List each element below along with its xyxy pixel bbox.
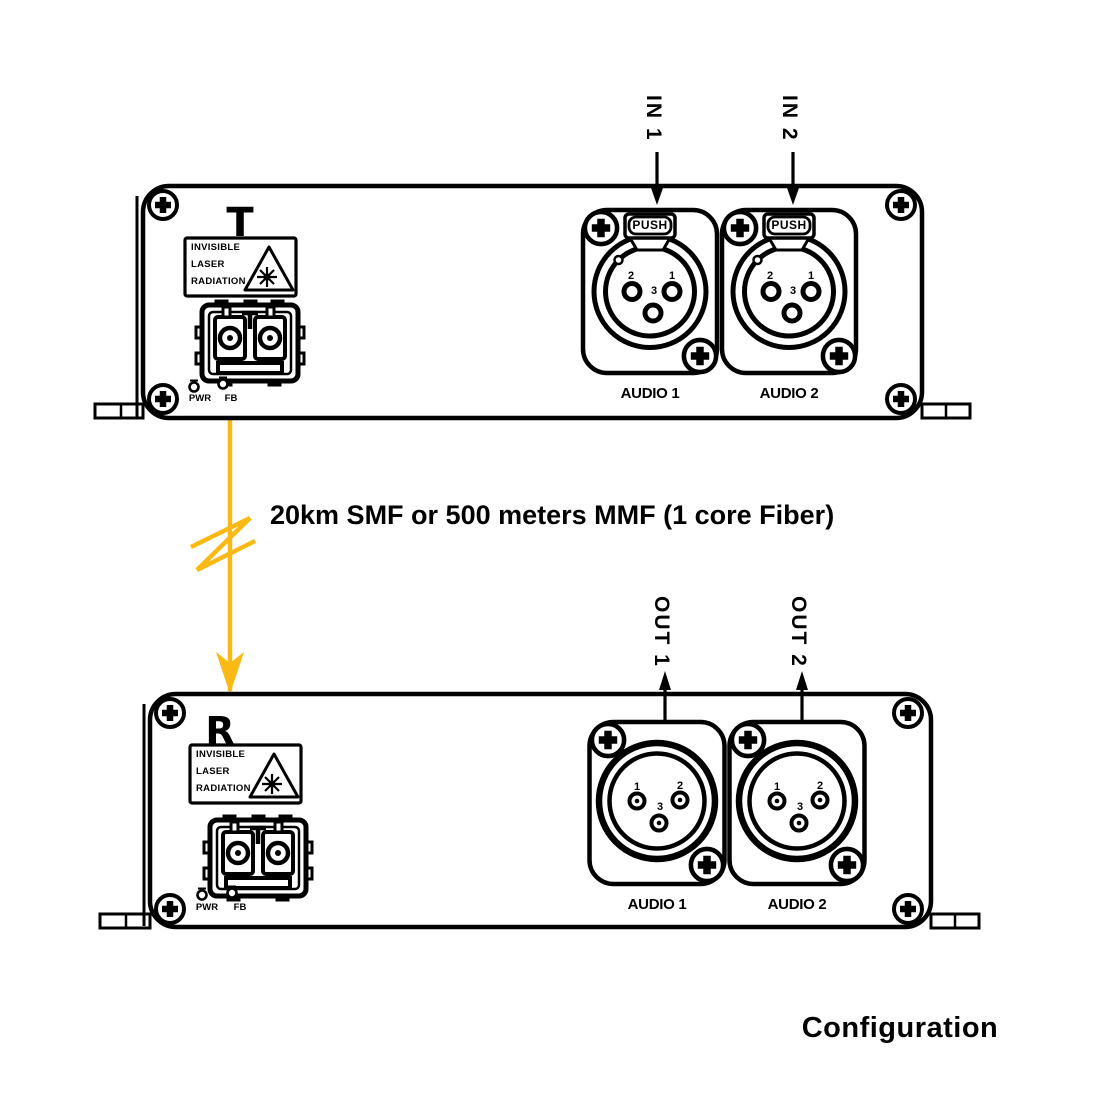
diagram-caption: Configuration [801,1012,999,1044]
laser-warning-line: INVISIBLE [196,749,246,760]
pin-number: 3 [789,285,797,297]
fiber-link-arrow [190,419,257,694]
pin-number: 2 [676,780,684,792]
lc-fiber-port-icon [196,301,304,385]
audio-port-label: AUDIO 2 [767,896,827,913]
screw-icon [894,895,922,923]
xlr-latch-label: PUSH [632,218,668,232]
output-label: OUT 1 [650,596,673,668]
pin-number: 1 [773,781,781,793]
output-label: OUT 2 [787,596,810,668]
pin-number: 2 [627,270,635,282]
fiber-led-label: FB [224,393,238,404]
screw-icon [149,385,177,413]
laser-warning-line: INVISIBLE [191,242,241,253]
fiber-break-icon [190,515,257,573]
audio-port-label: AUDIO 1 [627,896,687,913]
input-arrow-icon [650,152,664,205]
laser-warning-line: RADIATION [196,783,251,794]
pin-number: 3 [650,285,658,297]
output-arrow-icon [796,671,808,722]
audio-port-label: AUDIO 2 [759,385,819,402]
pin-number: 2 [766,270,774,282]
power-led-label: PWR [188,393,212,404]
fiber-led-icon [217,378,229,390]
pin-number: 3 [796,801,804,813]
input-arrow-icon [786,152,800,205]
xlr-latch-label: PUSH [771,218,807,232]
lc-fiber-port-icon [204,816,312,900]
fiber-arrowhead-icon [216,652,244,694]
fiber-led-icon [226,887,238,899]
pin-number: 1 [668,270,676,282]
pin-number: 1 [807,270,815,282]
receiver-unit-label: R [205,709,235,753]
input-label: IN 2 [778,95,801,142]
laser-warning-line: LASER [191,259,225,270]
power-led-icon [188,381,200,393]
pin-number: 1 [633,781,641,793]
pin-number: 2 [816,780,824,792]
screw-icon [887,385,915,413]
output-arrow-icon [659,671,671,722]
input-label: IN 1 [642,95,665,142]
screw-icon [149,191,177,219]
fiber-link-label: 20km SMF or 500 meters MMF (1 core Fiber… [270,500,835,530]
laser-warning-line: LASER [196,766,230,777]
pin-number: 3 [656,801,664,813]
screw-icon [894,699,922,727]
receiver-unit [98,671,981,930]
transmitter-unit-label: T [226,200,254,246]
transmitter-unit [93,152,972,421]
screw-icon [887,191,915,219]
audio-port-label: AUDIO 1 [620,385,680,402]
fiber-led-label: FB [233,902,247,913]
screw-icon [156,699,184,727]
laser-warning-line: RADIATION [191,276,246,287]
power-led-label: PWR [195,902,219,913]
screw-icon [156,895,184,923]
mounting-flange-left [93,402,145,420]
power-led-icon [196,889,208,901]
